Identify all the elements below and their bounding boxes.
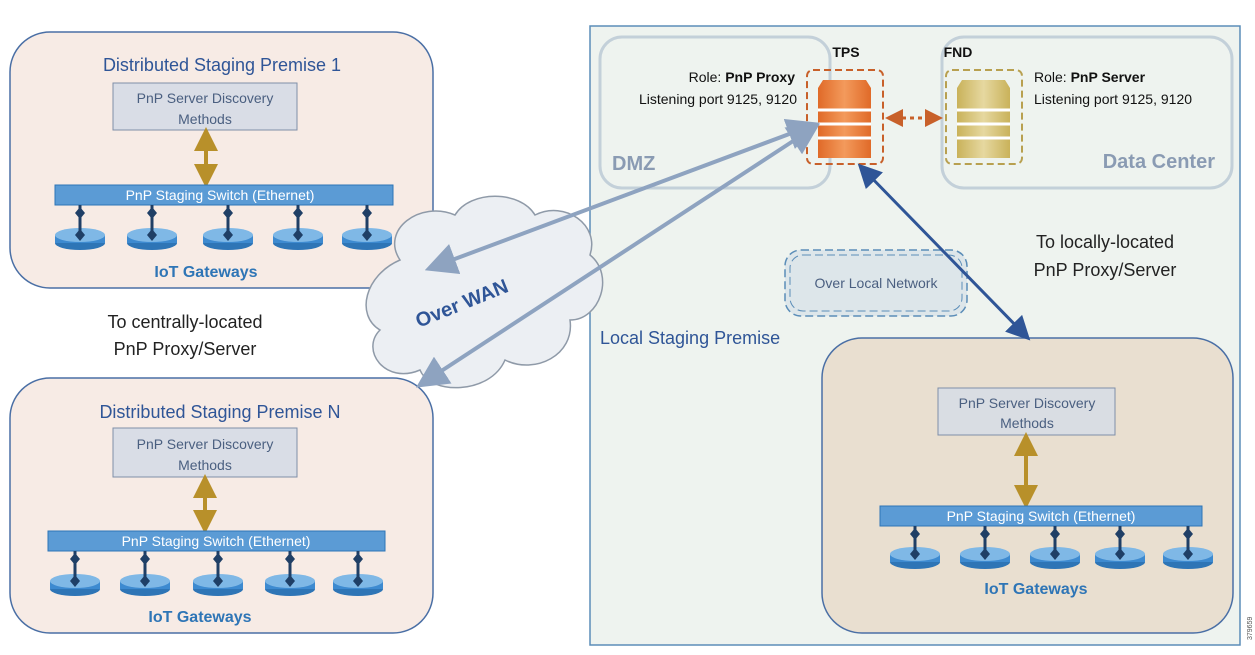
iot-gateway-group xyxy=(890,526,1213,569)
switch-label: PnP Staging Switch (Ethernet) xyxy=(122,533,311,549)
over-local-network-label: Over Local Network xyxy=(815,275,939,291)
discovery-line1: PnP Server Discovery xyxy=(137,90,274,106)
switch-label: PnP Staging Switch (Ethernet) xyxy=(126,187,315,203)
staging-switch xyxy=(54,184,394,206)
tps-server-icon xyxy=(806,69,884,165)
iot-gateway-icon xyxy=(127,205,177,250)
discovery-line1: PnP Server Discovery xyxy=(959,395,1096,411)
tps-ports: Listening port 9125, 9120 xyxy=(639,91,797,107)
tps-label: TPS xyxy=(832,44,859,60)
discovery-line2: Methods xyxy=(178,457,232,473)
fnd-ports: Listening port 9125, 9120 xyxy=(1034,91,1192,107)
iot-gateway-icon xyxy=(333,551,383,596)
iot-gateways-label: IoT Gateways xyxy=(984,581,1087,598)
local-network-arrow xyxy=(857,163,1031,341)
iot-gateways-label: IoT Gateways xyxy=(148,609,251,626)
local-note-line1: To locally-located xyxy=(1036,232,1174,252)
iot-gateway-icon xyxy=(890,526,940,569)
central-note-line2: PnP Proxy/Server xyxy=(114,339,257,359)
premise-1-title: Distributed Staging Premise 1 xyxy=(103,55,341,75)
iot-gateway-icon xyxy=(1163,526,1213,569)
iot-gateway-icon xyxy=(960,526,1010,569)
local-note-line2: PnP Proxy/Server xyxy=(1034,260,1177,280)
fnd-role: Role: PnP Server xyxy=(1034,69,1146,85)
iot-gateway-icon xyxy=(1030,526,1080,569)
discovery-line1: PnP Server Discovery xyxy=(137,436,274,452)
discovery-methods-box xyxy=(937,387,1116,436)
iot-gateway-icon xyxy=(203,205,253,250)
data-center-label: Data Center xyxy=(1103,151,1215,173)
iot-gateway-icon xyxy=(50,551,100,596)
iot-gateway-group xyxy=(55,205,392,250)
figure-id: 379659 xyxy=(1247,617,1254,640)
distributed-premise-n: Distributed Staging Premise N PnP Server… xyxy=(9,377,434,634)
iot-gateway-icon xyxy=(120,551,170,596)
discovery-methods-box xyxy=(112,82,298,131)
tps-role: Role: PnP Proxy xyxy=(689,69,796,85)
iot-gateway-icon xyxy=(342,205,392,250)
local-staging-premise: PnP Server Discovery Methods PnP Staging… xyxy=(821,337,1234,634)
premise-n-title: Distributed Staging Premise N xyxy=(99,402,340,422)
discovery-methods-box xyxy=(112,427,298,478)
iot-gateways-label: IoT Gateways xyxy=(154,264,257,281)
discovery-line2: Methods xyxy=(1000,415,1054,431)
local-premise-title: Local Staging Premise xyxy=(600,328,780,348)
fnd-server-icon xyxy=(945,69,1023,165)
central-note-line1: To centrally-located xyxy=(107,312,262,332)
iot-gateway-group xyxy=(50,551,383,596)
discovery-line2: Methods xyxy=(178,111,232,127)
fnd-label: FND xyxy=(944,44,973,60)
iot-gateway-icon xyxy=(193,551,243,596)
iot-gateway-icon xyxy=(265,551,315,596)
iot-gateway-icon xyxy=(273,205,323,250)
iot-gateway-icon xyxy=(1095,526,1145,569)
staging-switch xyxy=(879,505,1203,527)
switch-label: PnP Staging Switch (Ethernet) xyxy=(947,508,1136,524)
distributed-premise-1: Distributed Staging Premise 1 PnP Server… xyxy=(9,31,434,289)
over-local-network-box: Over Local Network xyxy=(784,249,968,317)
iot-gateway-icon xyxy=(55,205,105,250)
wan-cloud-icon: Over WAN xyxy=(365,195,604,389)
premise-n-wan-arrow xyxy=(415,123,821,388)
dmz-label: DMZ xyxy=(612,153,655,175)
